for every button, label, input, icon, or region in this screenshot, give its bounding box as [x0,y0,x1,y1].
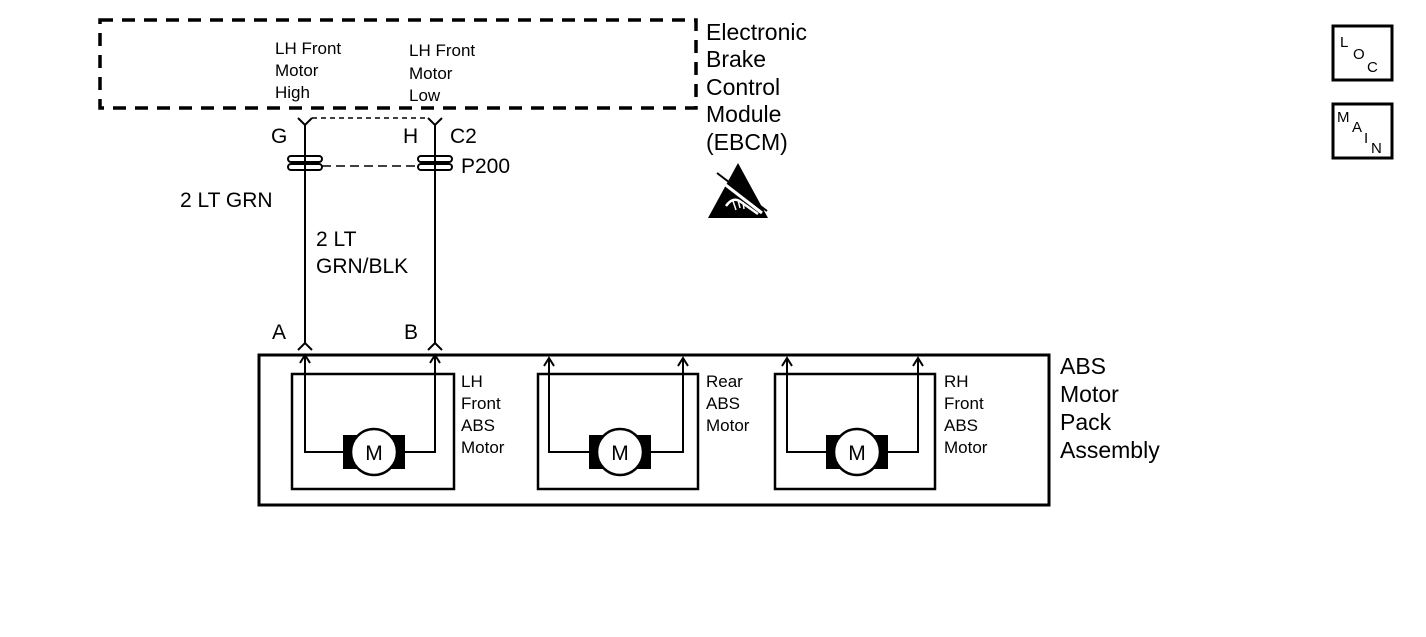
pin-h-terminal [427,117,443,127]
motor-pack-name-line: Motor [1060,381,1119,407]
pin-h-label-line: Low [409,86,441,105]
ebcm-name-line: (EBCM) [706,129,788,155]
abs-motor-lh-front: M [290,353,456,491]
motor-label-line: Front [944,394,984,413]
wire-a-label: 2 LT GRN [180,189,273,212]
pin-h-label: H [403,125,418,148]
connector-c2-label: C2 [450,125,477,148]
abs-motor-rh-front-label: RH Front ABS Motor [944,372,988,457]
pin-g-label-line: High [275,83,310,102]
loc-letter: L [1340,34,1348,51]
motor-label-line: RH [944,372,969,391]
pin-a-label: A [272,321,286,344]
pin-g-terminal [297,117,313,127]
abs-motor-rh-front: M [773,356,937,491]
motor-label-line: Motor [461,438,505,457]
splice-p200-label: P200 [461,155,510,178]
motor-pack-box [257,353,1051,507]
loc-letter: O [1353,46,1365,63]
main-letter: I [1364,130,1368,147]
main-letter: M [1337,109,1350,126]
pin-g-label: G [271,125,287,148]
wire-b-label-line: GRN/BLK [316,255,408,278]
main-button[interactable]: M A I N [1331,102,1394,160]
motor-label-line: ABS [461,416,495,435]
esd-warning-icon [708,163,768,218]
ebcm-name-line: Brake [706,46,766,72]
motor-label-line: ABS [944,416,978,435]
motor-symbol: M [848,442,866,465]
wire-b-label-line: 2 LT [316,228,357,251]
motor-pack-name-line: ABS [1060,353,1106,379]
ebcm-name: Electronic Brake Control Module (EBCM) [706,19,807,155]
loc-button[interactable]: L O C [1331,24,1394,82]
motor-label-line: Motor [944,438,988,457]
abs-motor-rear: M [536,356,700,491]
ebcm-name-line: Electronic [706,19,807,45]
pin-g-label-line: LH Front [275,39,341,58]
pin-b-label: B [404,321,418,344]
motor-label-line: LH [461,372,483,391]
ebcm-name-line: Control [706,74,780,100]
motor-pack-name-line: Pack [1060,409,1112,435]
pin-a-terminal [297,341,313,351]
ebcm-pin-label-g: LH Front Motor High [275,39,341,102]
loc-letter: C [1367,59,1378,76]
main-letter: A [1352,119,1362,136]
main-letter: N [1371,140,1382,157]
motor-label-line: Motor [706,416,750,435]
pin-h-label-line: Motor [409,64,453,83]
pin-h-label-line: LH Front [409,41,475,60]
pin-b-terminal [427,341,443,351]
motor-label-line: Front [461,394,501,413]
motor-symbol: M [611,442,629,465]
ebcm-module-box [98,18,698,110]
motor-symbol: M [365,442,383,465]
motor-pack-name: ABS Motor Pack Assembly [1060,353,1160,463]
motor-label-line: ABS [706,394,740,413]
pin-g-label-line: Motor [275,61,319,80]
abs-motor-lh-front-label: LH Front ABS Motor [461,372,505,457]
motor-label-line: Rear [706,372,743,391]
ebcm-pin-label-h: LH Front Motor Low [409,41,475,105]
abs-motor-rear-label: Rear ABS Motor [706,372,750,435]
motor-pack-name-line: Assembly [1060,437,1160,463]
ebcm-name-line: Module [706,101,781,127]
